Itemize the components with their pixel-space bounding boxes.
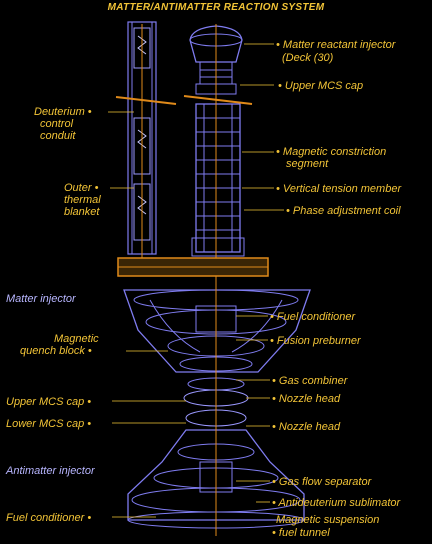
label-magnetic-constriction: • Magnetic constriction (276, 146, 387, 158)
label-outer-thermal-thermal: thermal (64, 194, 101, 206)
label-gas-combiner: • Gas combiner (272, 375, 348, 387)
label-quench-block: quench block • (20, 345, 92, 357)
label-outer-thermal-blanket: blanket (64, 206, 100, 218)
label-deck: (Deck (30) (282, 52, 334, 64)
label-fuel-tunnel: • fuel tunnel (272, 527, 330, 539)
label-nozzle-head-upper: • Nozzle head (272, 393, 341, 405)
label-deuterium-control: control (40, 118, 74, 130)
label-fuel-conditioner-left: Fuel conditioner • (6, 512, 92, 524)
fuel-tunnel (115, 24, 269, 536)
label-phase-adjustment-coil: • Phase adjustment coil (286, 205, 401, 217)
label-upper-mcs-cap-top: • Upper MCS cap (278, 80, 364, 92)
label-vertical-tension-member: • Vertical tension member (276, 183, 402, 195)
label-gas-flow-separator: • Gas flow separator (272, 476, 372, 488)
reaction-column (189, 25, 245, 257)
label-antideuterium-sublimator: • Antideuterium sublimator (272, 497, 401, 509)
label-magnetic-constriction-segment: segment (286, 158, 329, 170)
label-deuterium-conduit: conduit (40, 130, 76, 142)
label-lower-mcs-cap: Lower MCS cap • (6, 418, 92, 430)
matter-injector-body (123, 289, 311, 407)
label-matter-injector: Matter injector (6, 293, 76, 305)
label-nozzle-head-lower: • Nozzle head (272, 421, 341, 433)
label-outer-thermal: Outer • (64, 182, 99, 194)
label-fusion-preburner: • Fusion preburner (270, 335, 361, 347)
leader-lines (108, 43, 284, 518)
label-upper-mcs-cap-left: Upper MCS cap • (6, 396, 92, 408)
label-magnetic-quench: Magnetic (54, 333, 99, 345)
label-antimatter-injector: Antimatter injector (6, 465, 95, 477)
diagram-title: MATTER/ANTIMATTER REACTION SYSTEM (107, 2, 325, 13)
label-matter-reactant-injector: • Matter reactant injector (276, 39, 396, 51)
label-magnetic-suspension: Magnetic suspension (276, 514, 380, 526)
label-fuel-conditioner-right: • Fuel conditioner (270, 311, 356, 323)
label-deuterium: Deuterium • (34, 106, 92, 118)
